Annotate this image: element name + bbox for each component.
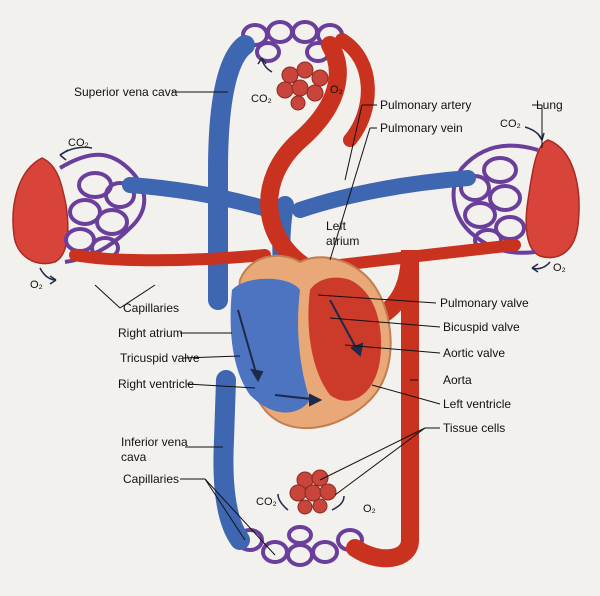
label-aorta: Aorta [443, 373, 472, 387]
label-pulmonary-valve: Pulmonary valve [440, 296, 529, 310]
lower-body-capillaries [236, 525, 364, 567]
label-bicuspid-valve: Bicuspid valve [443, 320, 520, 334]
label-right-atrium: Right atrium [118, 326, 183, 340]
labels: Superior vena cava Pulmonary artery Pulm… [74, 85, 563, 486]
right-heart-chambers [230, 278, 310, 413]
gas-labels: CO₂ O₂ CO₂ O₂ CO₂ O₂ CO₂ O₂ [30, 84, 566, 515]
label-tissue-cells: Tissue cells [443, 421, 505, 435]
right-lung-capillaries [451, 143, 539, 255]
label-left-atrium-line1: Left [326, 219, 347, 233]
label-pulmonary-artery: Pulmonary artery [380, 98, 471, 112]
gas-arrows [39, 57, 551, 511]
gas-co2-right-lung: CO₂ [500, 118, 521, 130]
gas-o2-upper: O₂ [330, 84, 343, 96]
label-aortic-valve: Aortic valve [443, 346, 505, 360]
gas-o2-right-lung: O₂ [553, 262, 566, 274]
label-right-ventricle: Right ventricle [118, 377, 194, 391]
upper-tissue-cells [276, 61, 329, 111]
label-superior-vena-cava: Superior vena cava [74, 85, 178, 99]
label-tricuspid-valve: Tricuspid valve [120, 351, 200, 365]
leader-lines [94, 91, 543, 556]
label-left-atrium-line2: atrium [326, 234, 359, 248]
gas-co2-upper: CO₂ [251, 93, 272, 105]
label-left-ventricle: Left ventricle [443, 397, 511, 411]
label-inferior-vena-cava-line2: cava [121, 450, 147, 464]
label-inferior-vena-cava-line1: Inferior vena [121, 435, 188, 449]
label-lung: Lung [536, 98, 563, 112]
left-heart-chambers [308, 277, 382, 401]
gas-o2-lower: O₂ [363, 503, 376, 515]
left-lung-capillaries [58, 152, 147, 264]
gas-co2-lower: CO₂ [256, 496, 277, 508]
gas-o2-left-lung: O₂ [30, 279, 43, 291]
right-lung [525, 139, 580, 259]
lower-tissue-cells [289, 469, 337, 515]
label-capillaries-upper: Capillaries [123, 301, 179, 315]
label-pulmonary-vein: Pulmonary vein [380, 121, 463, 135]
label-capillaries-lower: Capillaries [123, 472, 179, 486]
heart [230, 254, 392, 430]
gas-co2-left-lung: CO₂ [68, 137, 89, 149]
left-lung [12, 157, 69, 265]
